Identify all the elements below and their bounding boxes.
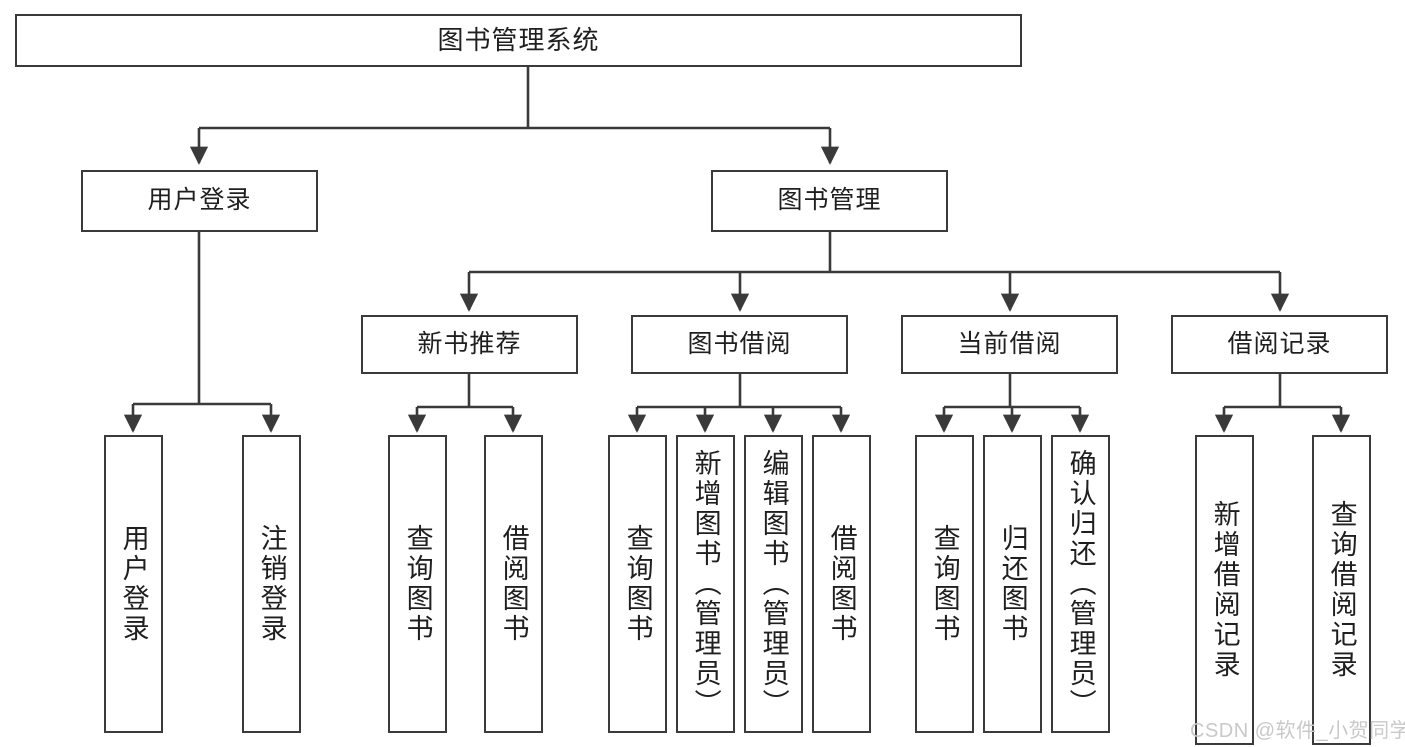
node-label: 归还图书 xyxy=(997,524,1028,644)
node-leaf-query-book-recommend[interactable]: 查询图书 xyxy=(388,435,447,733)
node-leaf-logout[interactable]: 注销登录 xyxy=(242,435,301,733)
node-label: 借阅图书 xyxy=(498,524,529,644)
node-label: 借阅图书 xyxy=(826,524,857,644)
node-root-book-management-system[interactable]: 图书管理系统 xyxy=(15,14,1022,67)
node-leaf-borrow-book-recommend[interactable]: 借阅图书 xyxy=(484,435,543,733)
node-leaf-query-book-current[interactable]: 查询图书 xyxy=(915,435,974,733)
node-label: 确认归还（管理员） xyxy=(1065,449,1096,719)
node-leaf-add-book-admin[interactable]: 新增图书（管理员） xyxy=(676,435,735,733)
node-book-management[interactable]: 图书管理 xyxy=(711,170,948,232)
node-label: 借阅记录 xyxy=(1227,329,1332,358)
csdn-watermark: CSDN @软件_小贺同学 xyxy=(1190,720,1405,742)
node-label: 查询图书 xyxy=(402,524,433,644)
node-label: 用户登录 xyxy=(147,186,252,215)
node-leaf-edit-book-admin[interactable]: 编辑图书（管理员） xyxy=(744,435,803,733)
node-book-borrow[interactable]: 图书借阅 xyxy=(631,315,848,374)
node-leaf-borrow-book[interactable]: 借阅图书 xyxy=(812,435,871,733)
node-label: 查询图书 xyxy=(929,524,960,644)
node-label: 查询图书 xyxy=(622,524,653,644)
node-label: 用户登录 xyxy=(118,524,149,644)
node-leaf-add-borrow-record[interactable]: 新增借阅记录 xyxy=(1195,435,1254,745)
node-current-borrow[interactable]: 当前借阅 xyxy=(901,315,1118,374)
node-borrow-record[interactable]: 借阅记录 xyxy=(1171,315,1388,374)
node-leaf-return-book[interactable]: 归还图书 xyxy=(983,435,1042,733)
node-leaf-user-login[interactable]: 用户登录 xyxy=(104,435,163,733)
node-label: 新书推荐 xyxy=(417,329,522,358)
node-leaf-query-book[interactable]: 查询图书 xyxy=(608,435,667,733)
node-user-login[interactable]: 用户登录 xyxy=(81,170,318,232)
node-label: 图书管理 xyxy=(777,186,882,215)
node-leaf-confirm-return-admin[interactable]: 确认归还（管理员） xyxy=(1051,435,1110,733)
node-label: 当前借阅 xyxy=(957,329,1062,358)
node-label: 编辑图书（管理员） xyxy=(758,449,789,719)
node-label: 图书借阅 xyxy=(687,329,792,358)
node-label: 图书管理系统 xyxy=(437,25,600,56)
node-leaf-query-borrow-record[interactable]: 查询借阅记录 xyxy=(1312,435,1371,745)
node-label: 注销登录 xyxy=(256,524,287,644)
node-label: 新增图书（管理员） xyxy=(690,449,721,719)
node-new-book-recommend[interactable]: 新书推荐 xyxy=(361,315,578,374)
node-label: 查询借阅记录 xyxy=(1326,500,1357,680)
node-label: 新增借阅记录 xyxy=(1209,500,1240,680)
